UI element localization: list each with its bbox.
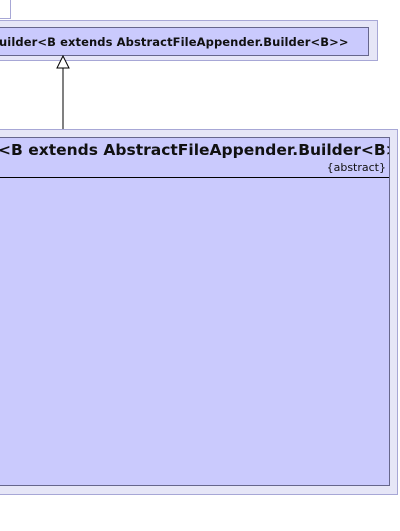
parent-class-box[interactable]: uilder<B extends AbstractFileAppender.Bu…	[0, 27, 369, 56]
abstract-stereotype: {abstract}	[326, 161, 386, 174]
child-class-header: <B extends AbstractFileAppender.Builder<…	[0, 138, 389, 178]
child-class-box[interactable]: <B extends AbstractFileAppender.Builder<…	[0, 137, 390, 486]
child-class-title: <B extends AbstractFileAppender.Builder<…	[0, 141, 390, 159]
child-class-body	[0, 178, 389, 485]
parent-class-title: uilder<B extends AbstractFileAppender.Bu…	[0, 35, 349, 49]
partial-class-box[interactable]	[0, 0, 11, 19]
